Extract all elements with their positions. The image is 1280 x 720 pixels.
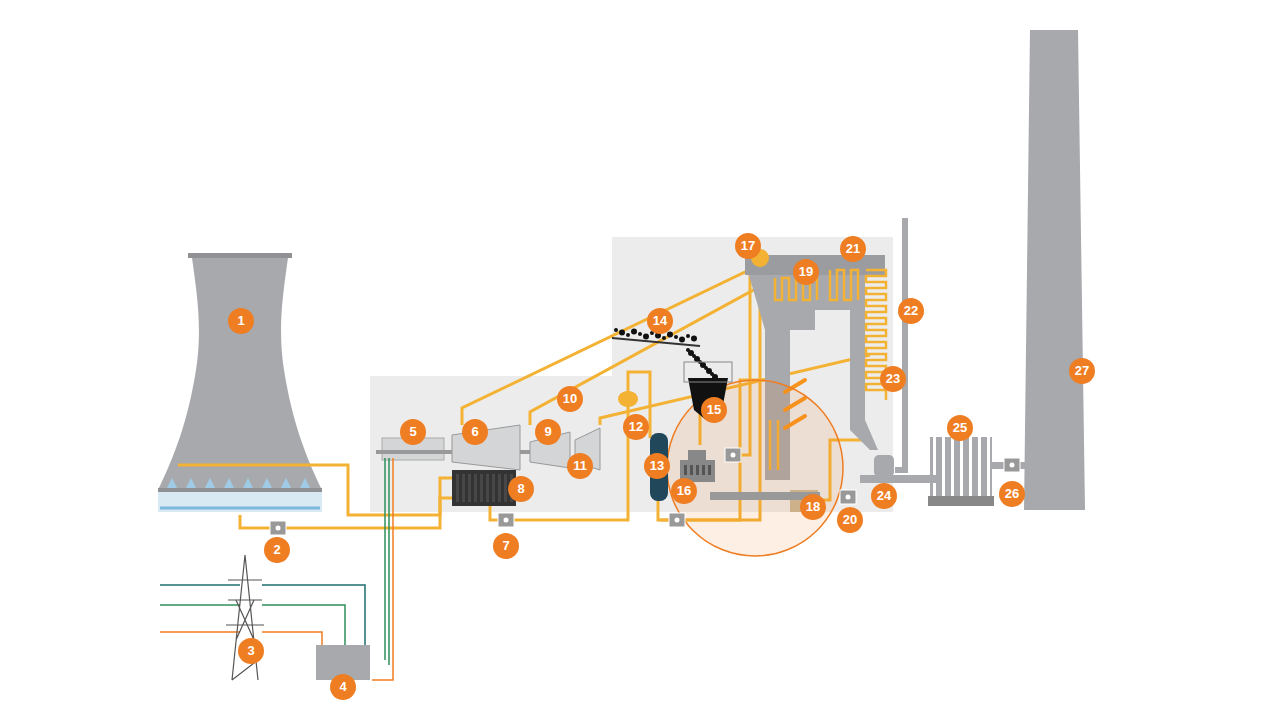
coal-piece — [691, 336, 697, 342]
coal-piece — [674, 335, 678, 339]
bunker-frame — [684, 362, 732, 382]
coal-piece — [686, 334, 690, 338]
coal-piece — [662, 336, 666, 340]
tower-rim — [188, 253, 292, 258]
tower-basin — [158, 488, 322, 512]
flue-duct — [895, 218, 905, 470]
condenser — [452, 470, 516, 506]
tower-basin-wall — [158, 488, 322, 492]
callout-number: 7 — [493, 533, 519, 559]
callout-number: 26 — [999, 481, 1025, 507]
pump-dots — [276, 453, 1015, 531]
callout-number: 3 — [238, 638, 264, 664]
callout-number: 11 — [567, 453, 593, 479]
callout-number: 1 — [228, 308, 254, 334]
callout-number: 20 — [837, 507, 863, 533]
callout-number: 27 — [1069, 358, 1095, 384]
callout-number: 21 — [840, 236, 866, 262]
callout-number: 18 — [800, 494, 826, 520]
condenser-tubes — [455, 474, 513, 502]
gas-duct — [860, 475, 940, 483]
precipitator — [930, 437, 992, 497]
callout-number: 14 — [647, 308, 673, 334]
coal-piece — [619, 330, 625, 336]
callout-number: 22 — [898, 298, 924, 324]
callout-number: 5 — [400, 419, 426, 445]
spray-drop — [186, 478, 196, 488]
coal-piece — [638, 332, 642, 336]
mill-rollers — [684, 465, 711, 475]
coal-pieces — [614, 328, 718, 380]
coal-conveyor — [612, 338, 700, 346]
coal-piece — [626, 333, 630, 337]
spray-drop — [281, 478, 291, 488]
power-lines — [160, 458, 393, 680]
spray-drop — [205, 478, 215, 488]
pumps — [270, 448, 1020, 535]
mill-top — [688, 450, 706, 462]
cooling-tower — [158, 258, 322, 490]
coal-piece — [643, 334, 649, 340]
coal-piece — [667, 332, 673, 338]
callout-number: 13 — [644, 453, 670, 479]
coal-piece — [614, 328, 618, 332]
spray-drop — [300, 478, 310, 488]
feedwater-tank — [618, 391, 638, 407]
spray-drop — [167, 478, 177, 488]
spray-drop — [262, 478, 272, 488]
coal-piece — [631, 329, 637, 335]
callout-number: 9 — [535, 419, 561, 445]
callout-number: 12 — [623, 414, 649, 440]
callout-number: 25 — [947, 415, 973, 441]
callout-number: 15 — [701, 397, 727, 423]
callout-number: 8 — [508, 476, 534, 502]
callout-number: 16 — [671, 478, 697, 504]
spray-drop — [224, 478, 234, 488]
callout-number: 17 — [735, 233, 761, 259]
callout-number: 6 — [462, 419, 488, 445]
chimney — [1024, 30, 1085, 510]
coal-piece — [679, 337, 685, 343]
spray-drop — [243, 478, 253, 488]
pylon — [226, 555, 264, 680]
callout-number: 23 — [880, 366, 906, 392]
spray-drops — [167, 478, 310, 488]
callout-number: 19 — [793, 259, 819, 285]
callout-number: 10 — [557, 386, 583, 412]
basin-water — [160, 507, 320, 510]
callout-number: 2 — [264, 537, 290, 563]
callout-number: 24 — [871, 483, 897, 509]
flue-gas-fan — [874, 455, 894, 477]
callout-number: 4 — [330, 674, 356, 700]
precipitator-base — [928, 496, 994, 506]
